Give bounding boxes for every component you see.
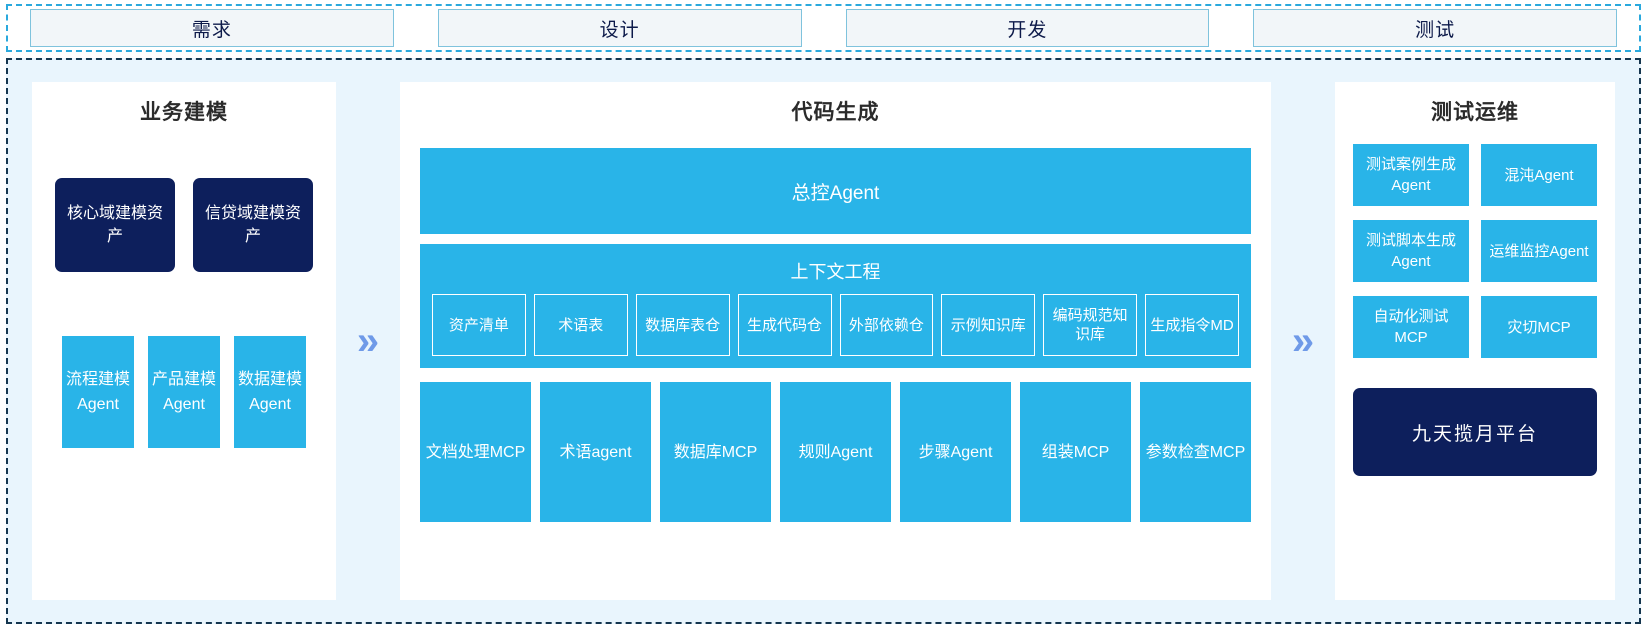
diagram-body: 业务建模 核心域建模资产 信贷域建模资产 流程建模Agent 产品建模Agent… xyxy=(6,58,1641,624)
code-generation-content: 总控Agent 上下文工程 资产清单 术语表 数据库表仓 xyxy=(400,148,1271,540)
asset-box-core-domain[interactable]: 核心域建模资产 xyxy=(55,178,175,272)
test-ops-grid: 测试案例生成Agent 混沌Agent 测试脚本生成Agent 运维监控Agen… xyxy=(1335,126,1615,358)
panel-code-generation: 代码生成 总控Agent 上下文工程 资产清单 术语表 xyxy=(400,82,1271,600)
test-ops-box-chaos-agent[interactable]: 混沌Agent xyxy=(1481,144,1597,206)
agent-box-product-modeling[interactable]: 产品建模Agent xyxy=(148,336,220,448)
panel-title-test-operations: 测试运维 xyxy=(1431,101,1519,124)
asset-box-credit-domain[interactable]: 信贷域建模资产 xyxy=(193,178,313,272)
stage-box-testing[interactable]: 测试 xyxy=(1253,9,1617,47)
context-item-label: 数据库表仓 xyxy=(645,316,721,334)
tool-label: 术语agent xyxy=(559,443,632,461)
context-item-label: 生成指令MD xyxy=(1150,316,1234,334)
master-agent-label: 总控Agent xyxy=(791,182,880,204)
tool-box-rule-agent[interactable]: 规则Agent xyxy=(780,382,891,522)
tool-box-glossary-agent[interactable]: 术语agent xyxy=(540,382,651,522)
test-ops-label: 混沌Agent xyxy=(1504,166,1574,184)
tool-label: 参数检查MCP xyxy=(1145,443,1246,461)
context-item-asset-inventory[interactable]: 资产清单 xyxy=(432,294,526,356)
double-chevron-right-icon-right: » xyxy=(1271,60,1335,622)
chevron-glyph: » xyxy=(1291,319,1315,363)
test-ops-label: 测试案例生成Agent xyxy=(1365,156,1456,194)
asset-row: 核心域建模资产 信贷域建模资产 xyxy=(32,178,336,272)
context-item-label: 外部依赖仓 xyxy=(848,316,924,334)
test-ops-label: 运维监控Agent xyxy=(1489,242,1589,260)
agent-box-data-modeling[interactable]: 数据建模Agent xyxy=(234,336,306,448)
test-ops-label: 自动化测试MCP xyxy=(1373,308,1449,346)
tool-box-document-processing-mcp[interactable]: 文档处理MCP xyxy=(420,382,531,522)
double-chevron-right-icon-left: » xyxy=(336,60,400,622)
master-agent-box[interactable]: 总控Agent xyxy=(420,148,1251,234)
panel-test-operations: 测试运维 测试案例生成Agent 混沌Agent 测试脚本生成Agent 运维监… xyxy=(1335,82,1615,600)
context-item-label: 示例知识库 xyxy=(950,316,1026,334)
agent-box-process-modeling[interactable]: 流程建模Agent xyxy=(62,336,134,448)
agent-label: 产品建模Agent xyxy=(151,371,216,413)
context-item-glossary[interactable]: 术语表 xyxy=(533,294,628,356)
context-engineering-block: 上下文工程 资产清单 术语表 数据库表仓 生成代码仓 xyxy=(420,244,1251,368)
context-item-row: 资产清单 术语表 数据库表仓 生成代码仓 外部依赖仓 xyxy=(432,294,1239,356)
test-ops-box-test-case-generation-agent[interactable]: 测试案例生成Agent xyxy=(1353,144,1469,206)
stage-box-design[interactable]: 设计 xyxy=(437,9,802,47)
agent-label: 数据建模Agent xyxy=(237,371,302,413)
context-item-label: 术语表 xyxy=(558,316,604,334)
context-item-generation-instruction-md[interactable]: 生成指令MD xyxy=(1145,294,1239,356)
panel-business-modeling: 业务建模 核心域建模资产 信贷域建模资产 流程建模Agent 产品建模Agent… xyxy=(32,82,336,600)
context-item-label: 资产清单 xyxy=(448,316,509,334)
tool-box-step-agent[interactable]: 步骤Agent xyxy=(900,382,1011,522)
panel-title-code-generation: 代码生成 xyxy=(791,101,880,124)
tool-label: 组装MCP xyxy=(1041,443,1110,461)
tool-label: 步骤Agent xyxy=(918,443,993,461)
test-ops-box-test-script-generation-agent[interactable]: 测试脚本生成Agent xyxy=(1353,220,1469,282)
context-item-external-dependency-repo[interactable]: 外部依赖仓 xyxy=(839,294,934,356)
context-item-coding-standard-knowledge-base[interactable]: 编码规范知识库 xyxy=(1043,294,1138,356)
tool-label: 数据库MCP xyxy=(673,443,758,461)
stage-label: 设计 xyxy=(599,19,640,41)
test-ops-box-ops-monitoring-agent[interactable]: 运维监控Agent xyxy=(1481,220,1597,282)
test-ops-label: 灾切MCP xyxy=(1507,318,1571,336)
context-item-label: 生成代码仓 xyxy=(747,316,823,334)
context-item-label: 编码规范知识库 xyxy=(1052,307,1128,343)
stage-label: 测试 xyxy=(1415,19,1456,41)
platform-label: 九天揽月平台 xyxy=(1411,423,1538,445)
context-item-generated-code-repo[interactable]: 生成代码仓 xyxy=(737,294,832,356)
tool-box-parameter-check-mcp[interactable]: 参数检查MCP xyxy=(1140,382,1251,522)
tool-box-database-mcp[interactable]: 数据库MCP xyxy=(660,382,771,522)
tool-row: 文档处理MCP 术语agent 数据库MCP 规则Agent 步骤Agent xyxy=(420,382,1251,522)
stage-box-requirements[interactable]: 需求 xyxy=(30,9,394,47)
agent-label: 流程建模Agent xyxy=(65,371,130,413)
tool-label: 规则Agent xyxy=(798,443,873,461)
stage-strip: 需求 设计 开发 测试 xyxy=(6,4,1641,52)
test-ops-box-automated-test-mcp[interactable]: 自动化测试MCP xyxy=(1353,296,1469,358)
tool-box-assembly-mcp[interactable]: 组装MCP xyxy=(1020,382,1131,522)
stage-label: 开发 xyxy=(1007,19,1048,41)
asset-label: 信贷域建模资产 xyxy=(204,205,301,245)
platform-box-jiutian-lanyue[interactable]: 九天揽月平台 xyxy=(1353,388,1597,476)
tool-label: 文档处理MCP xyxy=(425,443,526,461)
stage-label: 需求 xyxy=(191,19,232,41)
test-ops-box-disaster-switch-mcp[interactable]: 灾切MCP xyxy=(1481,296,1597,358)
asset-label: 核心域建模资产 xyxy=(66,205,163,245)
context-item-example-knowledge-base[interactable]: 示例知识库 xyxy=(941,294,1036,356)
stage-box-development[interactable]: 开发 xyxy=(845,9,1210,47)
context-engineering-title: 上下文工程 xyxy=(790,262,881,282)
test-ops-label: 测试脚本生成Agent xyxy=(1365,232,1456,270)
context-item-db-table-repo[interactable]: 数据库表仓 xyxy=(635,294,730,356)
panel-title-business-modeling: 业务建模 xyxy=(140,101,228,124)
chevron-glyph: » xyxy=(356,319,380,363)
modeling-agent-row: 流程建模Agent 产品建模Agent 数据建模Agent xyxy=(32,336,336,448)
